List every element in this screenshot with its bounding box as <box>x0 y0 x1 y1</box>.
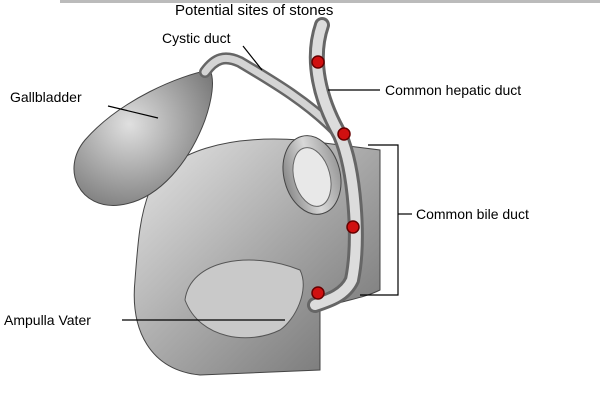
diagram-title: Potential sites of stones <box>175 2 334 19</box>
stone <box>311 286 325 300</box>
stone <box>337 127 351 141</box>
duodenal-lumen <box>184 259 304 339</box>
stone <box>346 220 360 234</box>
bile-duct-bracket <box>360 144 399 296</box>
leader-lines <box>107 45 412 321</box>
cystic-duct-leader <box>242 45 263 71</box>
label-common-bile-duct: Common bile duct <box>416 206 529 222</box>
label-cystic-duct: Cystic duct <box>162 30 231 46</box>
label-gallbladder: Gallbladder <box>10 89 82 105</box>
gallbladder-leader <box>107 105 159 119</box>
stones <box>311 55 360 300</box>
gallbladder <box>73 69 213 206</box>
duodenum-inner-opening <box>292 147 332 207</box>
label-ampulla-vater: Ampulla Vater <box>4 312 91 328</box>
top-edge <box>60 0 600 3</box>
stone <box>311 55 325 69</box>
label-common-hepatic-duct: Common hepatic duct <box>385 82 522 98</box>
